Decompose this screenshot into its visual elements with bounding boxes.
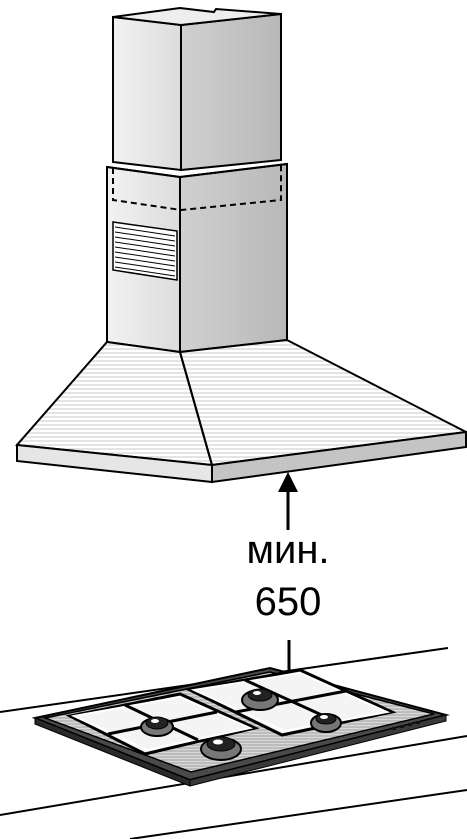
worktop-front-edge: [0, 735, 467, 816]
dimension-label-value: 650: [254, 580, 322, 624]
hood-canopy: [14, 338, 467, 484]
upper-chimney: [112, 6, 282, 172]
burner-front-right: [310, 713, 342, 733]
dimension-arrow-up: [278, 472, 298, 530]
vent-grille: [112, 221, 178, 281]
gas-cooktop: [31, 666, 450, 787]
dimension-label-prefix: мин.: [246, 528, 330, 572]
burner-back-right: [241, 688, 279, 711]
burner-back-left: [140, 716, 174, 737]
control-knobs: [392, 721, 420, 730]
range-hood: [14, 6, 467, 484]
overlap-dashed-line: [112, 164, 282, 212]
burner-front-left-large: [200, 736, 242, 761]
worktop-lower-edge: [129, 789, 467, 839]
